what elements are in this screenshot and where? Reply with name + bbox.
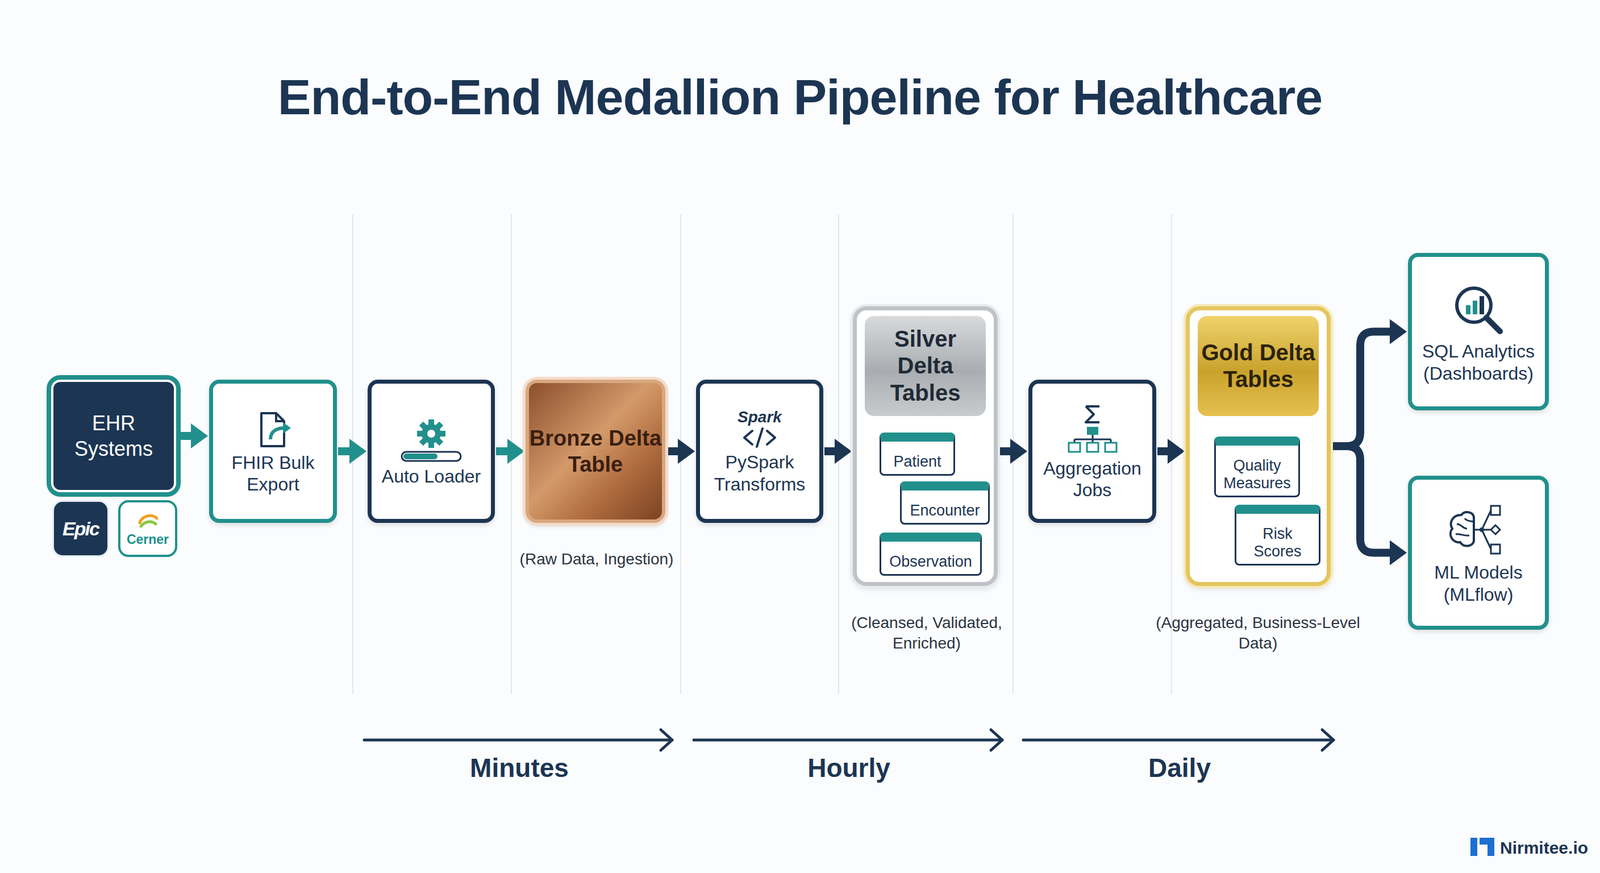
connector-part [1331, 446, 1391, 553]
table-card: Patient [879, 432, 956, 476]
flow-arrow [496, 438, 525, 464]
connector-part [507, 438, 525, 464]
table-card: Encounter [900, 481, 990, 525]
node-text: Risk Scores [1239, 525, 1316, 561]
output-box: SQL Analytics (Dashboards) [1407, 252, 1549, 411]
connector-part [496, 447, 509, 456]
cadence-label: Hourly [763, 751, 935, 786]
flow-arrow [666, 438, 695, 464]
node-text: Spark [737, 407, 782, 427]
node-text: Epic [62, 517, 99, 540]
flow-arrow [998, 438, 1028, 464]
icon [739, 426, 780, 449]
process-box: SparkPySpark Transforms [696, 379, 824, 523]
connector-part [1389, 319, 1407, 345]
connector-part [190, 423, 208, 449]
system-box: EHR Systems [51, 379, 177, 493]
logo-badge: Cerner [118, 500, 178, 557]
flow-arrow [1331, 446, 1407, 566]
connector-part [834, 438, 852, 464]
flow-arrow [1157, 438, 1185, 464]
table-card: Risk Scores [1234, 504, 1321, 566]
table-card: Quality Measures [1214, 436, 1300, 498]
group-heading: Gold Delta Tables [1197, 315, 1319, 416]
silver-group: Silver Delta TablesPatientEncounterObser… [852, 306, 998, 586]
node-text: Bronze Delta Table [528, 425, 662, 478]
node-text: Cerner [126, 531, 169, 548]
connector-part [666, 447, 679, 456]
node-text: Observation [889, 552, 973, 571]
icon [1450, 281, 1507, 339]
node-text: PySpark Transforms [704, 451, 815, 495]
node-text: Encounter [909, 501, 980, 520]
node-text: ML Models (MLflow) [1416, 561, 1541, 606]
process-box: FHIR Bulk Export [209, 379, 337, 523]
connector-part [1010, 438, 1028, 464]
node-text: Patient [893, 452, 941, 471]
icon [253, 409, 294, 450]
node-text: Quality Measures [1219, 456, 1295, 493]
process-box: Aggregation Jobs [1028, 379, 1157, 523]
connector-part [824, 447, 836, 456]
icon [1064, 403, 1122, 456]
gold-group: Gold Delta TablesQuality MeasuresRisk Sc… [1185, 306, 1331, 586]
connector-part [349, 438, 367, 464]
connector-part [1389, 540, 1407, 566]
tier-caption: (Aggregated, Business-Level Data) [1144, 612, 1372, 654]
node-text: EHR Systems [53, 410, 174, 462]
node-text: Aggregation Jobs [1036, 457, 1148, 502]
node-text: SQL Analytics (Dashboards) [1416, 340, 1541, 385]
connector-part [338, 447, 351, 456]
connector-part [177, 431, 193, 440]
icon [1444, 502, 1513, 560]
group-heading: Silver Delta Tables [864, 315, 986, 416]
connector-part [998, 447, 1012, 456]
icon [397, 417, 466, 464]
flow-arrow [824, 438, 852, 464]
title: End-to-End Medallion Pipeline for Health… [0, 68, 1600, 127]
logo-badge: Epic [52, 500, 110, 557]
watermark: Nirmitee.io [1500, 836, 1591, 859]
node-text: Auto Loader [381, 465, 481, 487]
connector-part [1167, 438, 1185, 464]
process-box: Auto Loader [367, 379, 495, 523]
output-box: ML Models (MLflow) [1407, 475, 1549, 630]
connector-part [1331, 331, 1391, 447]
flow-arrow [1331, 319, 1407, 447]
flow-arrow [338, 438, 367, 464]
flow-arrow [177, 423, 208, 449]
connector-part [1157, 447, 1169, 456]
cadence-label: Daily [1094, 751, 1265, 786]
tier-caption: (Cleansed, Validated, Enriched) [821, 612, 1032, 654]
table-card: Observation [879, 532, 982, 576]
icon [136, 512, 160, 530]
tier-caption: (Raw Data, Ingestion) [511, 548, 682, 570]
connector-part [677, 438, 695, 464]
node-text: FHIR Bulk Export [217, 451, 329, 496]
cadence-label: Minutes [434, 751, 605, 786]
bronze-table: Bronze Delta Table [525, 379, 666, 523]
